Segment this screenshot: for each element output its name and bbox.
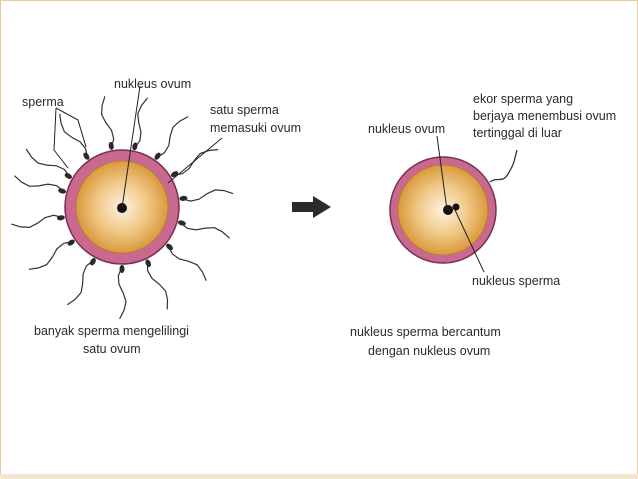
right-panel: nukleus ovum ekor sperma yang berjaya me… [350,92,616,358]
surrounding-sperm-group [11,96,234,320]
left-panel: nukleus ovum sperma satu sperma memasuki… [11,77,301,356]
sperma-leader-line-b [53,107,69,169]
tail-label-line2: berjaya menembusi ovum [473,109,616,123]
sperm-tail [134,97,149,149]
sperm-head [145,259,152,267]
sperma-label: sperma [22,95,64,109]
right-nucleus-leader-line [436,135,448,211]
sperm-tail [181,189,234,202]
one-sperm-label-line1: satu sperma [210,103,279,117]
sperm-head [58,188,67,194]
sperma-leader-line-a [55,107,87,148]
sperm-tail [100,96,115,149]
sperm-tail [66,259,95,306]
sperm-head [83,152,90,160]
sperm-head [132,142,138,151]
left-nucleus-leader-line [121,85,141,209]
sperm-head [119,265,125,273]
right-caption-line2: dengan nukleus ovum [368,344,490,358]
sperm-nucleus-leader-line [454,209,485,273]
sperm-tail [14,175,65,192]
tail-label-line1: ekor sperma yang [473,92,573,106]
sperm-nucleus [452,203,460,211]
sperm-head [154,152,161,160]
sperm-tail-outside [489,149,518,183]
sperm-tail [146,261,169,310]
sperm-tail [117,266,127,320]
left-caption-line1: banyak sperma mengelilingi [34,324,189,338]
sperm-tail [59,113,89,159]
slide-bottom-strip [0,474,638,479]
sperm-head [90,257,96,266]
one-sperm-label-line2: memasuki ovum [210,121,301,135]
right-nucleus-label: nukleus ovum [368,122,445,136]
right-ovum-nucleus [443,205,453,215]
sperm-head [166,243,173,251]
sperm-tail [172,149,219,176]
sperm-tail [179,222,230,239]
sperm-tail [25,148,71,178]
sperm-tail [156,116,189,159]
left-caption-line2: satu ovum [83,342,141,356]
sperm-nucleus-label: nukleus sperma [472,274,560,288]
sperm-tail [28,240,74,270]
tail-label-line3: tertinggal di luar [473,126,562,140]
sperm-tail [167,245,207,282]
one-sperm-leader-line [167,137,223,184]
right-arrow-icon [292,196,331,218]
sperm-head [67,239,75,246]
sperm-head [108,141,114,150]
left-nucleus-label: nukleus ovum [114,77,191,91]
sperm-head [179,195,188,201]
sperm-head [177,220,186,226]
sperm-head [64,173,72,179]
sperm-tail [11,214,64,229]
sperm-head [56,215,65,221]
right-caption-line1: nukleus sperma bercantum [350,325,501,339]
